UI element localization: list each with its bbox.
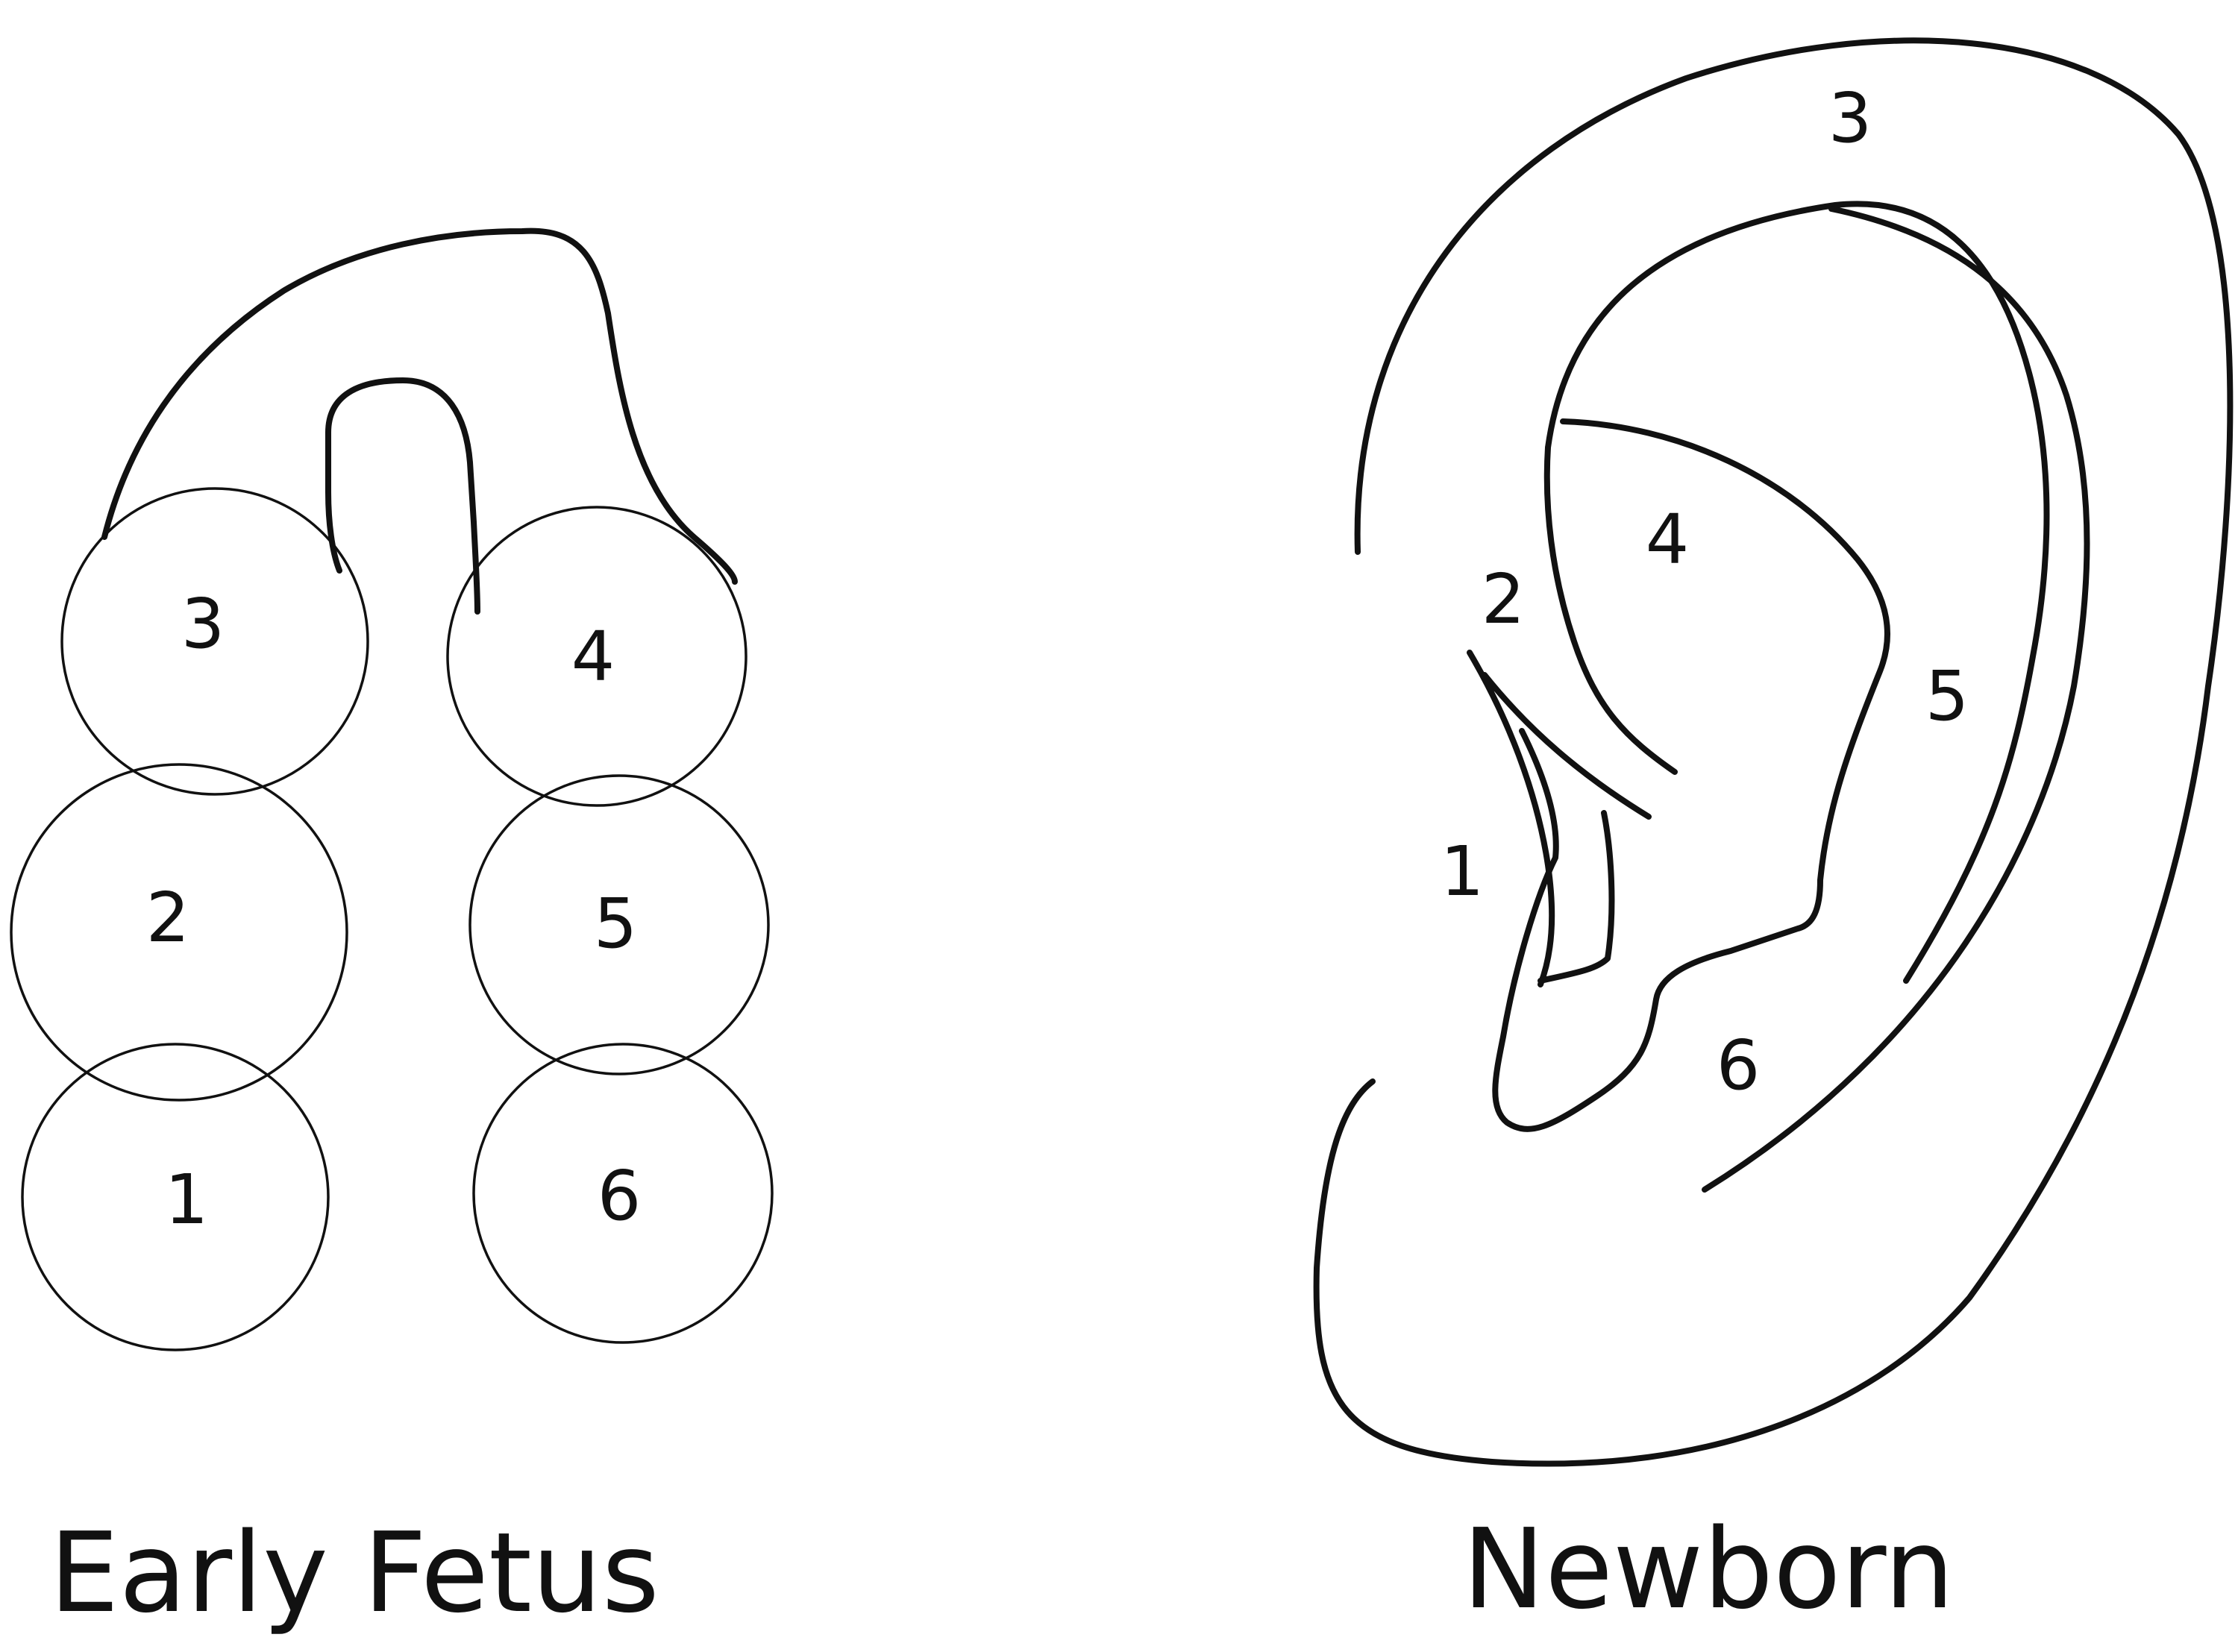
early-fetus-caption: Early Fetus: [49, 1509, 659, 1637]
hillock-5: [468, 774, 770, 1075]
early-fetus-figure: 1 2 3 4 5 6 Early Fetus: [10, 227, 774, 1637]
ear-antihelix-outer: [1702, 206, 2090, 1193]
ear-label-5: 5: [1925, 656, 1969, 736]
hillock-label-4: 4: [571, 617, 615, 697]
ear-label-6: 6: [1717, 1026, 1761, 1105]
ear-tragus: [1467, 650, 1652, 987]
hillock-4: [446, 506, 747, 807]
hillock-label-3: 3: [181, 584, 225, 664]
hillock-label-1: 1: [165, 1160, 209, 1240]
hillock-label-6: 6: [598, 1156, 642, 1236]
newborn-ear-figure: 1 2 3 4 5 6 Newborn: [1313, 37, 2234, 1633]
newborn-caption: Newborn: [1462, 1505, 1954, 1633]
hillock-label-2: 2: [146, 878, 190, 958]
hillock-1: [21, 1043, 330, 1351]
ear-label-1: 1: [1441, 832, 1485, 911]
ear-label-3: 3: [1828, 78, 1872, 158]
ear-crus-helix-curve: [1543, 445, 1678, 775]
ear-label-2: 2: [1482, 559, 1526, 639]
ear-helix-outer: [1313, 37, 2234, 1467]
ear-antihelix-crus: [1492, 418, 1890, 1132]
hillock-label-5: 5: [594, 884, 638, 964]
hillock-3: [60, 487, 369, 796]
ear-antitragus: [1538, 810, 1615, 984]
ear-label-4: 4: [1646, 500, 1690, 580]
hillock-2: [10, 763, 348, 1102]
fetal-arch-inner-loop: [325, 377, 480, 615]
fetal-arch-outline: [101, 227, 738, 585]
hillock-6: [472, 1043, 774, 1344]
ear-helix-inner: [1545, 201, 2050, 984]
